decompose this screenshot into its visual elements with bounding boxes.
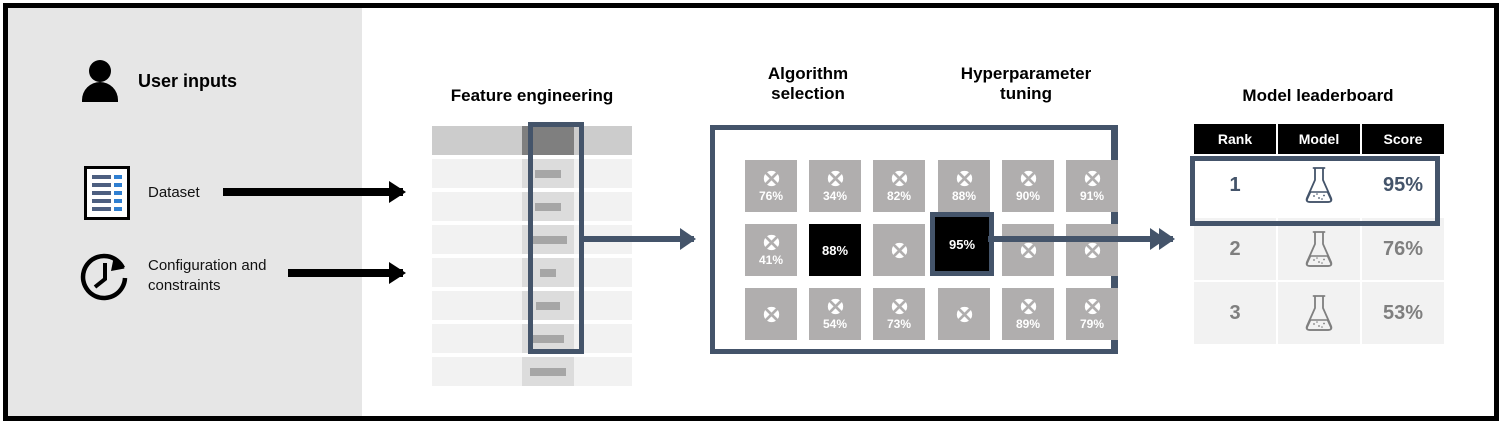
leaderboard-model	[1278, 282, 1360, 344]
table-header-row	[432, 126, 632, 155]
cross-circle-icon	[1020, 298, 1036, 314]
tile-score: 73%	[886, 316, 912, 331]
cross-circle-icon	[827, 298, 843, 314]
tile-score: 41%	[758, 252, 784, 267]
table-row	[432, 159, 632, 188]
leaderboard-score: 95%	[1362, 154, 1444, 216]
cross-circle-icon	[891, 242, 907, 258]
user-inputs-panel: User inputs Dataset Configuration and co…	[8, 8, 362, 416]
user-inputs-header: User inputs	[80, 60, 237, 102]
hyperparameter-tile[interactable]: 91%	[1066, 160, 1118, 212]
row-gap	[432, 386, 632, 390]
input-label-dataset: Dataset	[148, 183, 200, 201]
hyperparameter-tile[interactable]	[1002, 224, 1054, 276]
hyperparameter-tile[interactable]: 90%	[1002, 160, 1054, 212]
leaderboard-row[interactable]: 3 53%	[1194, 282, 1444, 344]
leaderboard-score: 76%	[1362, 218, 1444, 280]
cross-circle-icon	[891, 298, 907, 314]
leaderboard-row[interactable]: 2 76%	[1194, 218, 1444, 280]
cross-circle-icon	[827, 170, 843, 186]
cross-circle-icon	[1084, 170, 1100, 186]
caption-feature-engineering: Feature engineering	[450, 86, 614, 105]
arrow-feature-to-algorithm	[584, 236, 694, 242]
caption-model-leaderboard: Model leaderboard	[1242, 86, 1394, 105]
cross-circle-icon	[763, 306, 779, 322]
algorithm-tile[interactable]	[745, 288, 797, 340]
cross-circle-icon	[1020, 242, 1036, 258]
caption-hyperparameter-tuning: Hyperparameter tuning	[960, 64, 1092, 104]
table-row	[432, 258, 632, 287]
hyperparameter-selected-highlight: 95%	[930, 212, 994, 276]
feature-engineering-table	[432, 126, 632, 390]
leaderboard-row[interactable]: 1 95%	[1194, 154, 1444, 216]
leaderboard-header-row: Rank Model Score	[1194, 124, 1444, 154]
user-inputs-title: User inputs	[138, 70, 238, 91]
leaderboard-rank: 1	[1194, 154, 1276, 216]
algorithm-tile[interactable]	[873, 224, 925, 276]
algorithm-tile[interactable]: 82%	[873, 160, 925, 212]
column-header-score: Score	[1362, 124, 1444, 154]
clock-refresh-icon	[78, 248, 134, 304]
table-row	[432, 357, 632, 386]
hyperparameter-tile[interactable]	[1066, 224, 1118, 276]
tile-score: 88%	[821, 242, 849, 258]
algorithm-tile[interactable]: 34%	[809, 160, 861, 212]
tile-score: 54%	[822, 316, 848, 331]
hyperparameter-selected-value: 95%	[948, 236, 976, 252]
tile-score: 91%	[1079, 188, 1105, 203]
cross-circle-icon	[956, 170, 972, 186]
algorithm-tile[interactable]: 73%	[873, 288, 925, 340]
table-row	[432, 225, 632, 254]
tile-score: 34%	[822, 188, 848, 203]
algorithm-tile[interactable]: 88%	[809, 224, 861, 276]
diagram-frame: User inputs Dataset Configuration and co…	[3, 3, 1499, 421]
document-icon	[84, 166, 130, 220]
leaderboard-score: 53%	[1362, 282, 1444, 344]
algorithm-tile[interactable]: 41%	[745, 224, 797, 276]
cross-circle-icon	[1084, 242, 1100, 258]
cross-circle-icon	[763, 234, 779, 250]
hyperparameter-tile-grid: 88% 90% 91% 95% 89% 79%	[938, 160, 1118, 340]
input-item-dataset: Dataset	[84, 166, 200, 220]
cross-circle-icon	[1020, 170, 1036, 186]
person-icon	[80, 60, 120, 102]
flask-icon	[1305, 231, 1333, 267]
flask-icon	[1305, 295, 1333, 331]
model-leaderboard-table: Rank Model Score 1 95% 2 76% 3 53%	[1194, 124, 1444, 344]
tile-score: 76%	[758, 188, 784, 203]
hyperparameter-tile[interactable]: 79%	[1066, 288, 1118, 340]
tile-score: 88%	[951, 188, 977, 203]
hyperparameter-tile[interactable]	[938, 288, 990, 340]
hyperparameter-tile[interactable]: 89%	[1002, 288, 1054, 340]
column-header-model: Model	[1278, 124, 1360, 154]
leaderboard-model	[1278, 154, 1360, 216]
input-label-configuration: Configuration and constraints	[148, 256, 267, 294]
flask-icon	[1305, 167, 1333, 203]
cross-circle-icon	[956, 306, 972, 322]
algorithm-tile-grid: 76% 34% 82% 41% 88% 54% 73%	[745, 160, 925, 340]
column-header-rank: Rank	[1194, 124, 1276, 154]
arrow-hyperparameter-to-leaderboard	[988, 236, 1173, 242]
tile-score: 89%	[1015, 316, 1041, 331]
table-row	[432, 324, 632, 353]
table-row	[432, 291, 632, 320]
tile-score: 79%	[1079, 316, 1105, 331]
caption-algorithm-selection: Algorithm selection	[767, 64, 849, 104]
cross-circle-icon	[891, 170, 907, 186]
cross-circle-icon	[1084, 298, 1100, 314]
algorithm-tile[interactable]: 54%	[809, 288, 861, 340]
arrow-config-to-feature	[288, 269, 403, 277]
table-row	[432, 192, 632, 221]
leaderboard-rank: 3	[1194, 282, 1276, 344]
tile-score: 90%	[1015, 188, 1041, 203]
leaderboard-model	[1278, 218, 1360, 280]
hyperparameter-tile[interactable]: 88%	[938, 160, 990, 212]
cross-circle-icon	[763, 170, 779, 186]
arrow-dataset-to-feature	[223, 188, 403, 196]
algorithm-tile[interactable]: 76%	[745, 160, 797, 212]
leaderboard-rank: 2	[1194, 218, 1276, 280]
tile-score: 82%	[886, 188, 912, 203]
input-item-configuration: Configuration and constraints	[78, 248, 266, 304]
